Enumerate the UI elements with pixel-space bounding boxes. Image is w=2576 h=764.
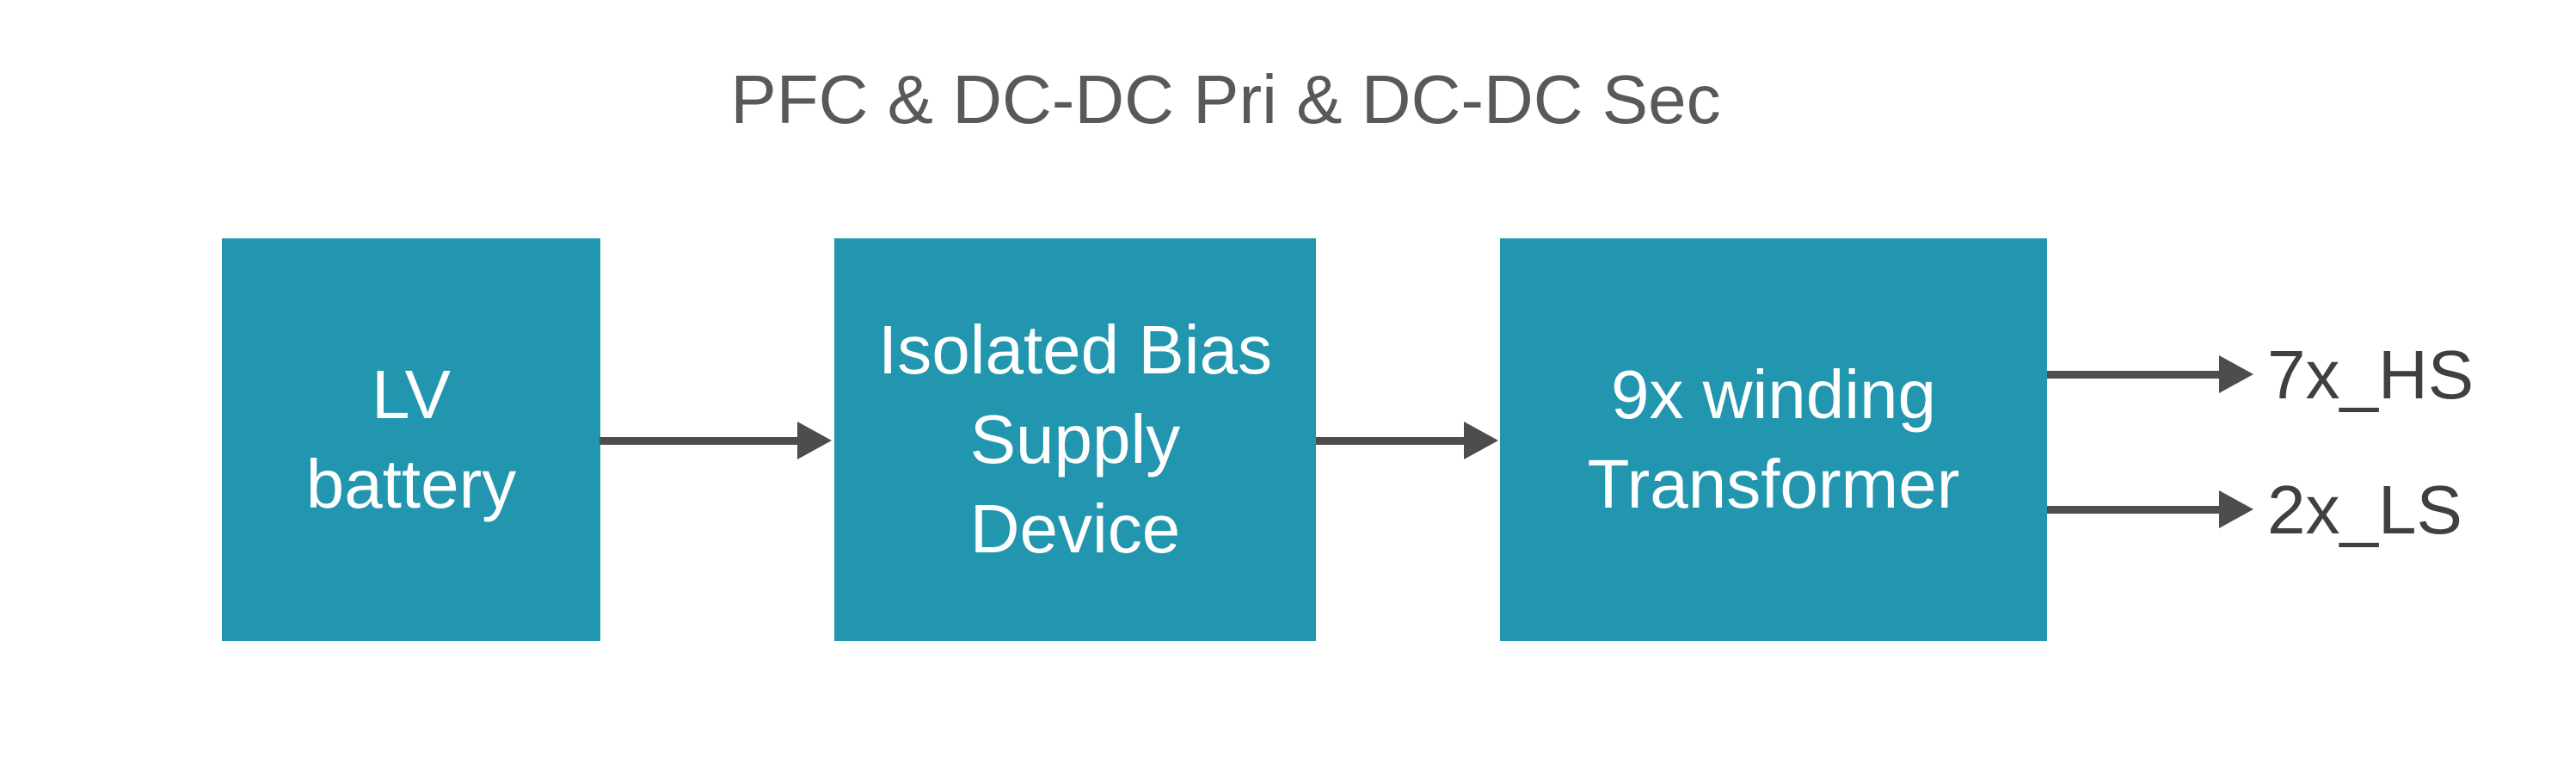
arrow-line <box>1316 436 1464 445</box>
arrow-line <box>2047 370 2219 379</box>
output-label-7x-hs: 7x_HS <box>2267 336 2475 413</box>
arrow-line <box>2047 505 2219 514</box>
block-lv-battery: LV battery <box>222 238 600 641</box>
arrow-transformer-to-ls-output <box>2047 490 2253 528</box>
output-label-2x-ls: 2x_LS <box>2267 471 2462 548</box>
diagram-title: PFC & DC-DC Pri & DC-DC Sec <box>730 61 1721 138</box>
block-isolated-bias-supply-device: Isolated Bias Supply Device <box>834 238 1316 641</box>
arrow-battery-to-bias <box>599 422 832 459</box>
arrow-bias-to-transformer <box>1316 422 1498 459</box>
arrow-head-icon <box>1464 422 1498 459</box>
arrow-head-icon <box>2219 355 2253 393</box>
arrow-line <box>599 436 797 445</box>
block-transformer-label: 9x winding Transformer <box>1587 356 1960 522</box>
arrow-transformer-to-hs-output <box>2047 355 2253 393</box>
arrow-head-icon <box>2219 490 2253 528</box>
block-transformer: 9x winding Transformer <box>1500 238 2047 641</box>
block-isolated-bias-supply-device-label: Isolated Bias Supply Device <box>877 311 1273 567</box>
block-lv-battery-label: LV battery <box>305 356 517 522</box>
arrow-head-icon <box>797 422 832 459</box>
